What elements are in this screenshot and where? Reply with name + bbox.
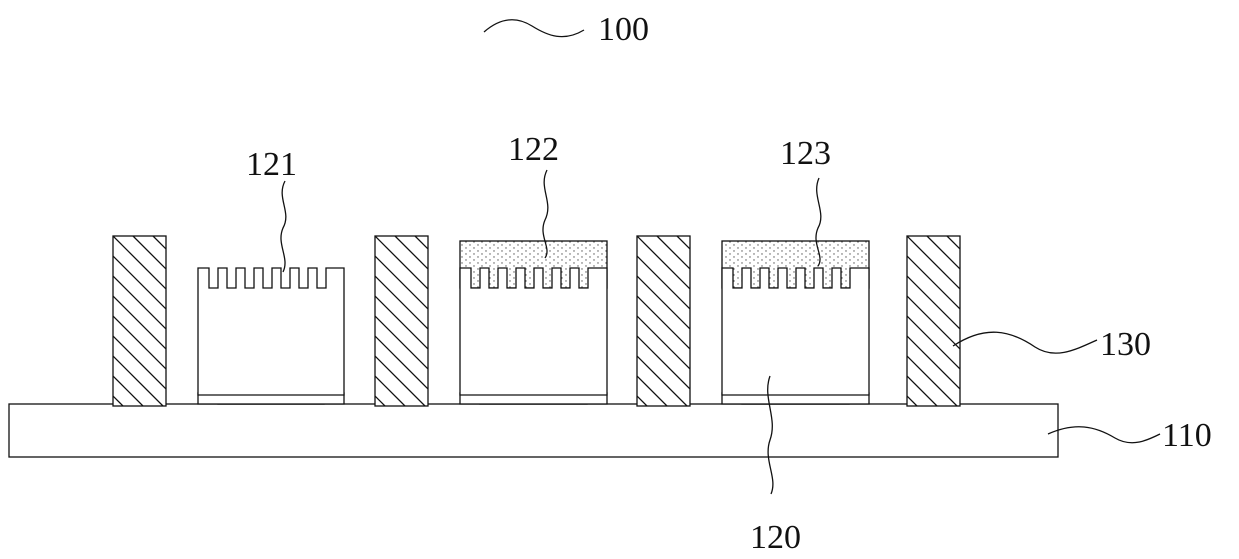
device-reference: 100: [484, 11, 649, 48]
retaining-wall-label: 130: [1100, 326, 1151, 363]
hatch-line: [1007, 236, 1177, 406]
chip-second-chip: [460, 241, 607, 404]
substrate: [9, 404, 1058, 457]
hatch-line: [987, 236, 1157, 406]
hatch-line: [1067, 236, 1237, 406]
device-label: 100: [598, 11, 649, 48]
chip-first-label: 121: [246, 146, 297, 183]
chip-first-reference: 121: [246, 146, 297, 272]
chip-first-chip: [198, 268, 344, 404]
hatch-line: [877, 236, 1047, 406]
chip-second-reference: 122: [508, 131, 559, 258]
hatch-line: [1147, 236, 1239, 406]
hatch-line: [0, 236, 83, 406]
hatch-line: [1107, 236, 1239, 406]
hatch-line: [967, 236, 1137, 406]
substrate-leader-line: [1048, 427, 1160, 443]
hatch-line: [0, 236, 103, 406]
hatch-line: [1047, 236, 1217, 406]
device-leader-line: [484, 20, 584, 37]
chip-third-label: 123: [780, 135, 831, 172]
chip-second-label: 122: [508, 131, 559, 168]
hatch-line: [1127, 236, 1239, 406]
hatch-line: [0, 236, 123, 406]
chip-label: 120: [750, 519, 801, 556]
retaining-wall-reference: 130: [953, 326, 1151, 363]
hatch-line: [947, 236, 1117, 406]
substrate-label: 110: [1162, 417, 1212, 454]
chip-third-chip: [722, 241, 869, 404]
chip-first-leader-line: [281, 181, 286, 272]
substrate-reference: 110: [1048, 417, 1212, 454]
hatch-line: [1027, 236, 1197, 406]
retaining-wall-leader-line: [953, 332, 1097, 353]
hatch-line: [1087, 236, 1239, 406]
chip-first-body: [198, 268, 344, 395]
